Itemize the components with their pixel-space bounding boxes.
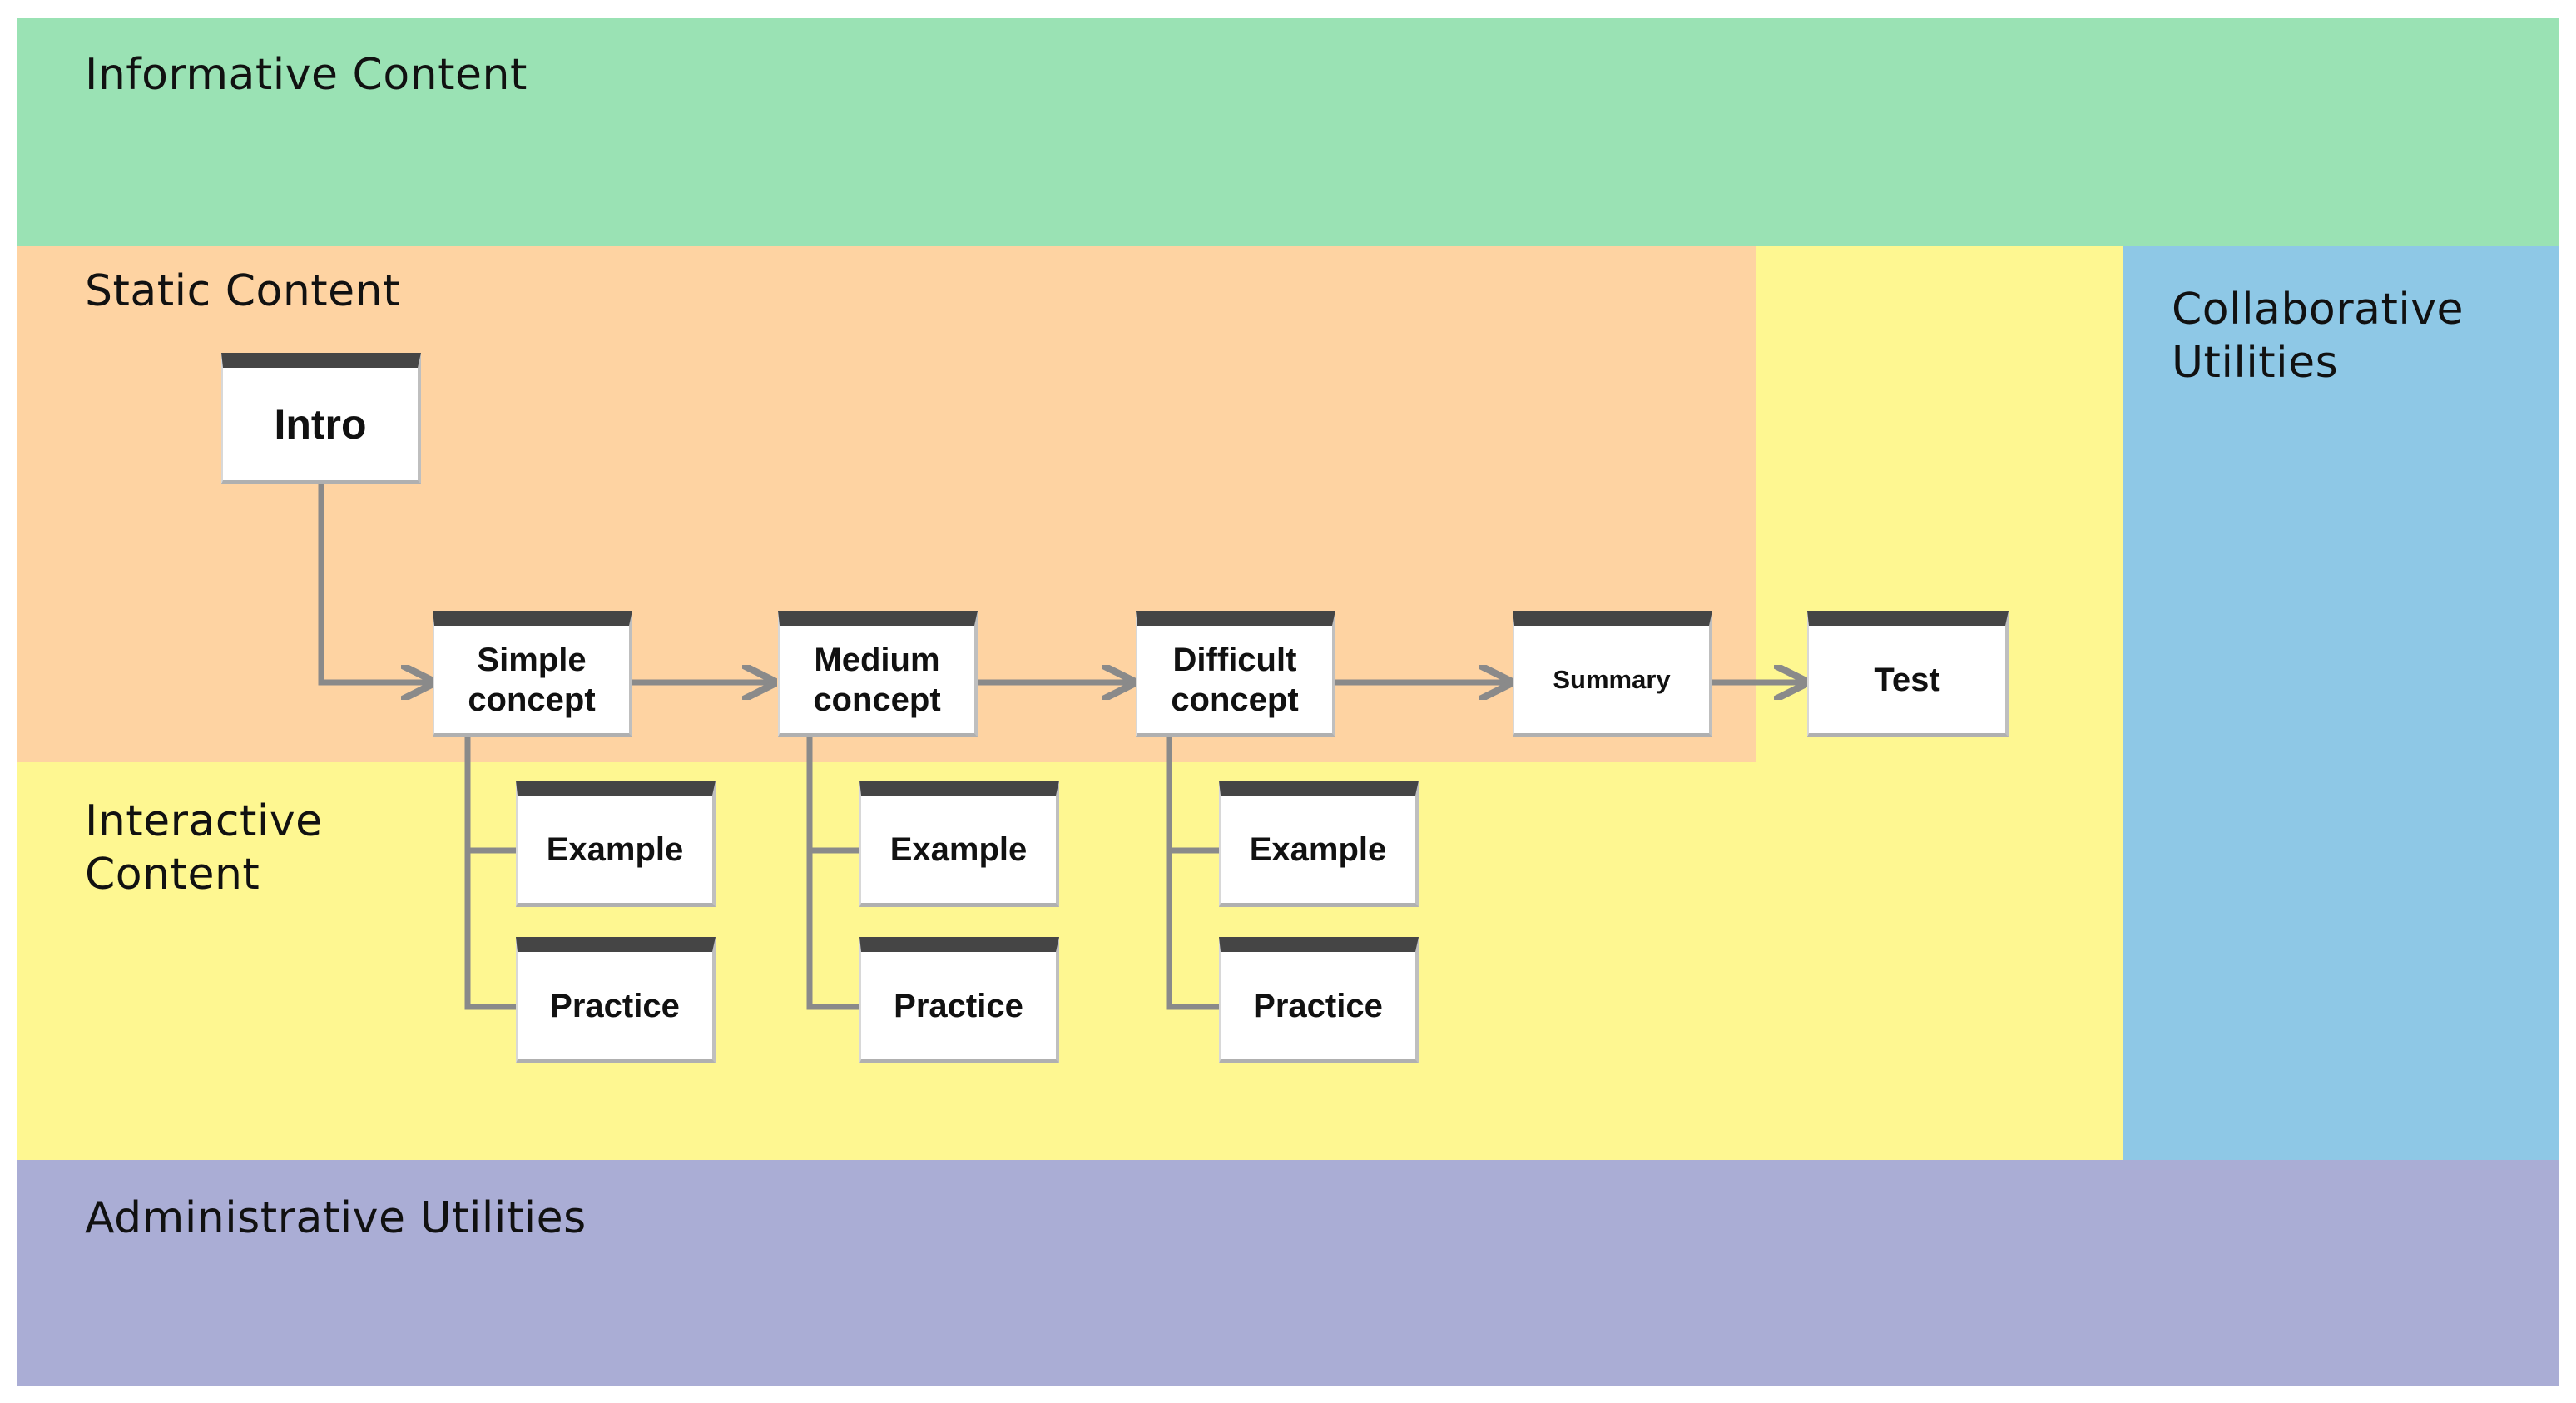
- medium-practice-label: Practice: [894, 987, 1023, 1024]
- test-label: Test: [1874, 661, 1940, 698]
- simple-example-label: Example: [546, 830, 684, 868]
- simple-practice-box: Practice: [516, 937, 716, 1063]
- difficult-practice-label: Practice: [1253, 987, 1383, 1024]
- medium-concept-box: Medium concept: [778, 611, 978, 737]
- medium-practice-box: Practice: [859, 937, 1059, 1063]
- intro-label: Intro: [274, 400, 367, 448]
- difficult-example-label: Example: [1249, 830, 1387, 868]
- difficult-example-box: Example: [1219, 781, 1419, 907]
- collaborative-utilities-region: [2123, 246, 2559, 1160]
- summary-label: Summary: [1553, 664, 1671, 694]
- administrative-utilities-label: Administrative Utilities: [85, 1193, 587, 1243]
- medium-example-box: Example: [859, 781, 1059, 907]
- simple-concept-box: Simple concept: [433, 611, 632, 737]
- test-box: Test: [1807, 611, 2009, 737]
- difficult-concept-box: Difficult concept: [1136, 611, 1335, 737]
- informative-content-region: [17, 18, 2559, 246]
- difficult-concept-label: Difficult concept: [1171, 641, 1299, 718]
- administrative-utilities-region: [17, 1160, 2559, 1386]
- collaborative-utilities-label: Collaborative Utilities: [2172, 285, 2465, 388]
- static-content-label: Static Content: [85, 266, 401, 316]
- summary-box: Summary: [1513, 611, 1712, 737]
- intro-box: Intro: [221, 353, 421, 484]
- medium-concept-label: Medium concept: [813, 641, 941, 718]
- medium-example-label: Example: [889, 830, 1028, 868]
- simple-concept-label: Simple concept: [468, 641, 596, 718]
- simple-example-box: Example: [516, 781, 716, 907]
- informative-content-label: Informative Content: [85, 50, 528, 100]
- difficult-practice-box: Practice: [1219, 937, 1419, 1063]
- interactive-content-label: Interactive Content: [85, 796, 323, 900]
- simple-practice-label: Practice: [550, 987, 680, 1024]
